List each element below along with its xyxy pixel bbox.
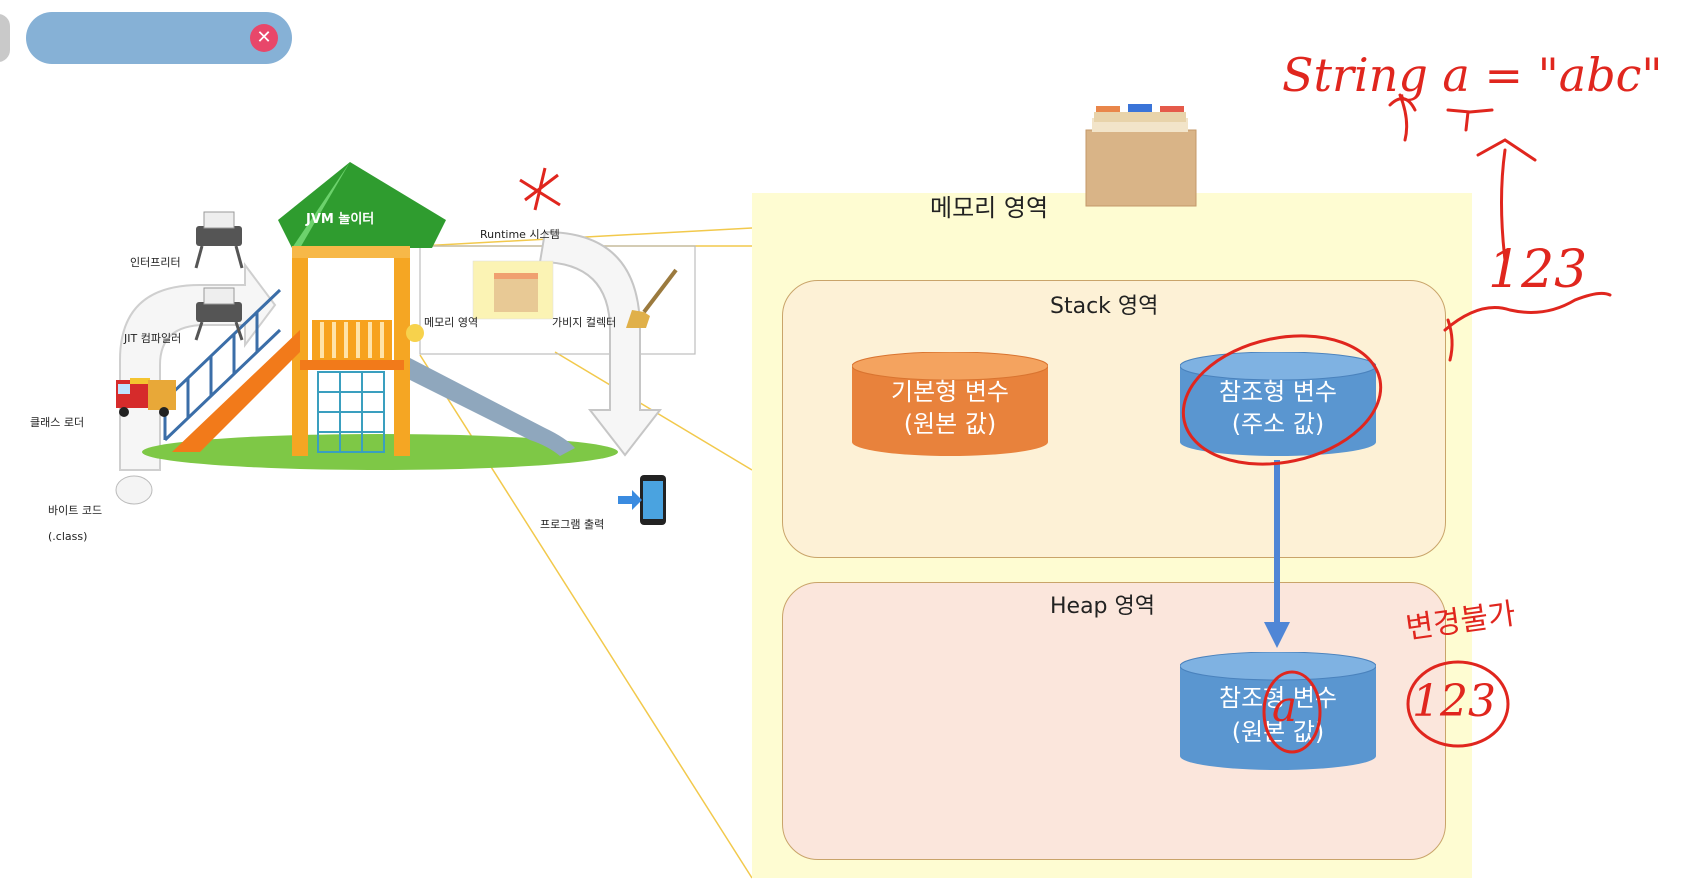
bytecode-ext-label: (.class): [48, 530, 88, 543]
stack-label: Stack 영역: [1050, 294, 1159, 319]
code-annotation: String a = "abc": [1282, 48, 1663, 102]
circled-letter-annotation: a: [1272, 682, 1298, 731]
memory-area-small-label: 메모리 영역: [424, 316, 479, 329]
primitive-variable-cylinder: 기본형 변수 (원본 값): [851, 351, 1049, 456]
stack-value-annotation: 123: [1488, 240, 1588, 300]
gc-label: 가비지 컬렉터: [552, 316, 617, 329]
reference-pointer-arrow: [1264, 460, 1290, 648]
search-pill[interactable]: ✕: [26, 12, 292, 64]
stack-reference-line1: 참조형 변수: [1218, 378, 1338, 406]
jit-label: JIT 컴파일러: [124, 332, 182, 345]
primitive-line1: 기본형 변수: [890, 378, 1010, 406]
primitive-line2: (원본 값): [903, 410, 997, 438]
stack-reference-cylinder: 참조형 변수 (주소 값): [1179, 351, 1377, 456]
bytecode-label: 바이트 코드: [48, 504, 103, 517]
side-button[interactable]: [0, 14, 10, 62]
heap-reference-line2: (원본 값): [1231, 718, 1325, 746]
heap-value-annotation: 123: [1412, 676, 1496, 727]
program-output-label: 프로그램 출력: [540, 518, 605, 531]
interpreter-label: 인터프리터: [130, 256, 181, 269]
file-box-icon: [1085, 104, 1197, 207]
runtime-label: Runtime 시스템: [480, 228, 560, 241]
memory-title: 메모리 영역: [930, 194, 1049, 222]
jvm-playground-title: JVM 놀이터: [306, 212, 375, 227]
class-loader-label: 클래스 로더: [30, 416, 85, 429]
close-icon[interactable]: ✕: [250, 24, 278, 52]
heap-label: Heap 영역: [1050, 594, 1155, 619]
stack-reference-line2: (주소 값): [1231, 410, 1325, 438]
